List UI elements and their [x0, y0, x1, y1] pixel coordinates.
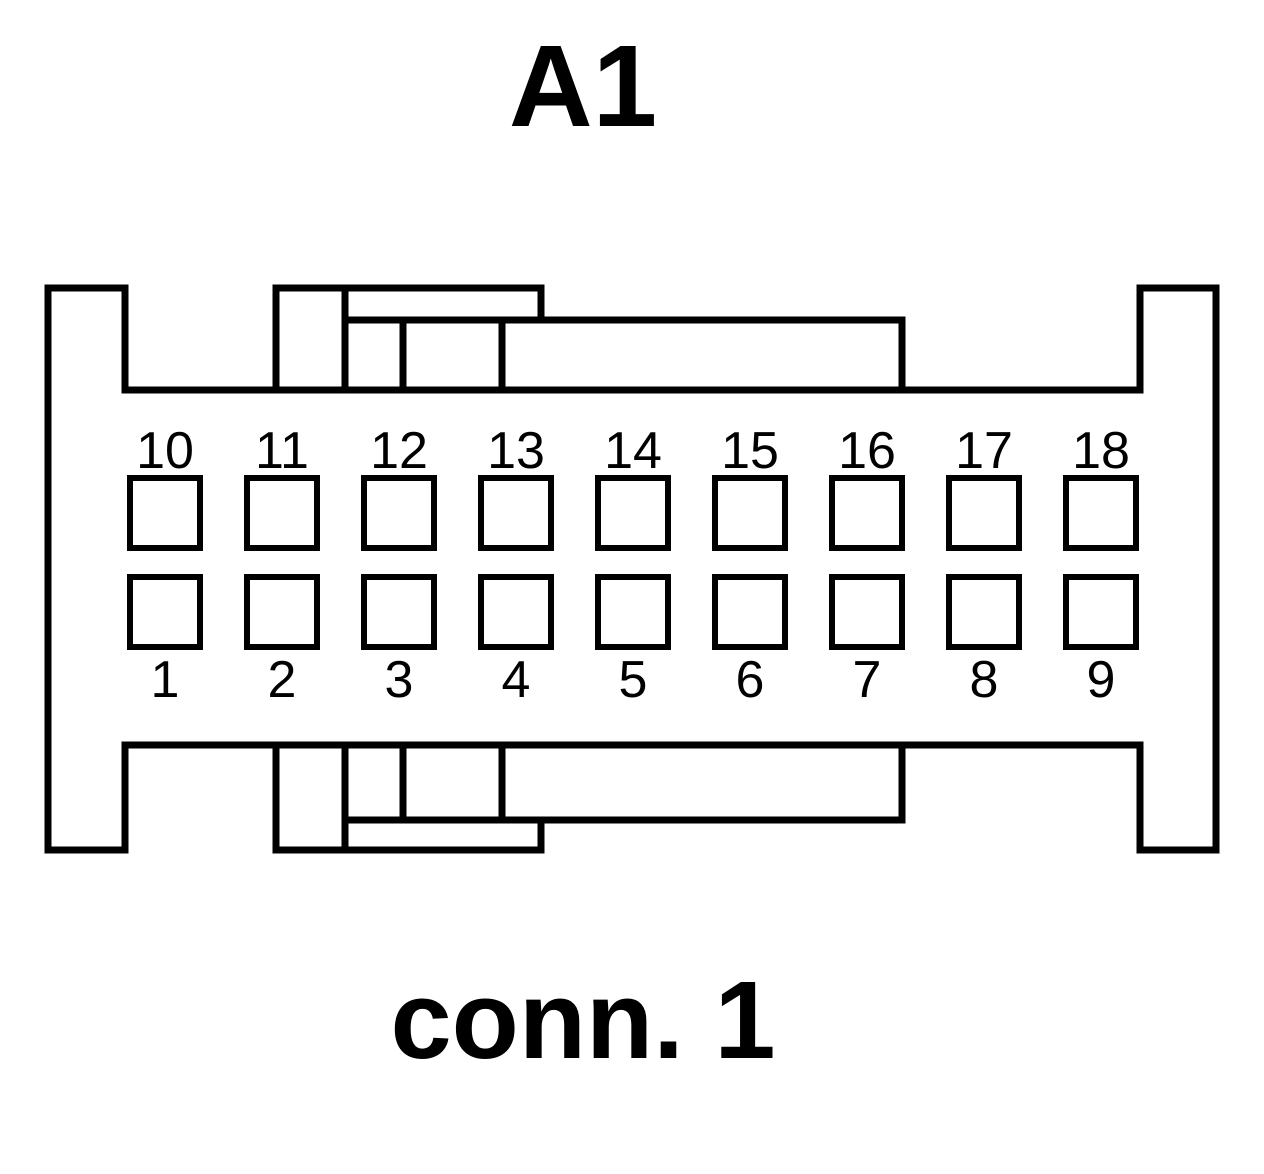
pin-7-label: 7 [853, 651, 882, 709]
pin-13-socket [478, 475, 554, 551]
pin-11-socket [244, 475, 320, 551]
pin-9-label: 9 [1087, 651, 1116, 709]
pin-11-label: 11 [255, 422, 309, 480]
pin-10-label: 10 [136, 422, 194, 480]
lower-latch [276, 741, 902, 850]
pin-16-socket [829, 475, 905, 551]
pin-15-socket [712, 475, 788, 551]
pin-17-label: 17 [955, 422, 1013, 480]
pin-14-socket [595, 475, 671, 551]
pin-1-label: 1 [151, 651, 180, 709]
pin-12-label: 12 [370, 422, 428, 480]
pin-8-label: 8 [970, 651, 999, 709]
pin-6-label: 6 [736, 651, 765, 709]
pin-3-socket [361, 574, 437, 650]
upper-latch [276, 288, 902, 394]
pin-8-socket [946, 574, 1022, 650]
pin-16-label: 16 [838, 422, 896, 480]
pin-1-socket [127, 574, 203, 650]
pin-10-socket [127, 475, 203, 551]
pin-18-label: 18 [1072, 422, 1130, 480]
pin-12-socket [361, 475, 437, 551]
pin-2-socket [244, 574, 320, 650]
connector-title: A1 [509, 21, 657, 151]
pin-4-socket [478, 574, 554, 650]
pin-5-label: 5 [619, 651, 648, 709]
pin-4-label: 4 [502, 651, 531, 709]
pin-6-socket [712, 574, 788, 650]
connector-housing [44, 284, 1220, 854]
pin-15-label: 15 [721, 422, 779, 480]
pin-17-socket [946, 475, 1022, 551]
pin-18-socket [1063, 475, 1139, 551]
pin-14-label: 14 [604, 422, 662, 480]
pin-9-socket [1063, 574, 1139, 650]
pin-5-socket [595, 574, 671, 650]
pin-3-label: 3 [385, 651, 414, 709]
pin-2-label: 2 [268, 651, 297, 709]
pin-13-label: 13 [487, 422, 545, 480]
connector-caption: conn. 1 [390, 959, 775, 1082]
pin-7-socket [829, 574, 905, 650]
